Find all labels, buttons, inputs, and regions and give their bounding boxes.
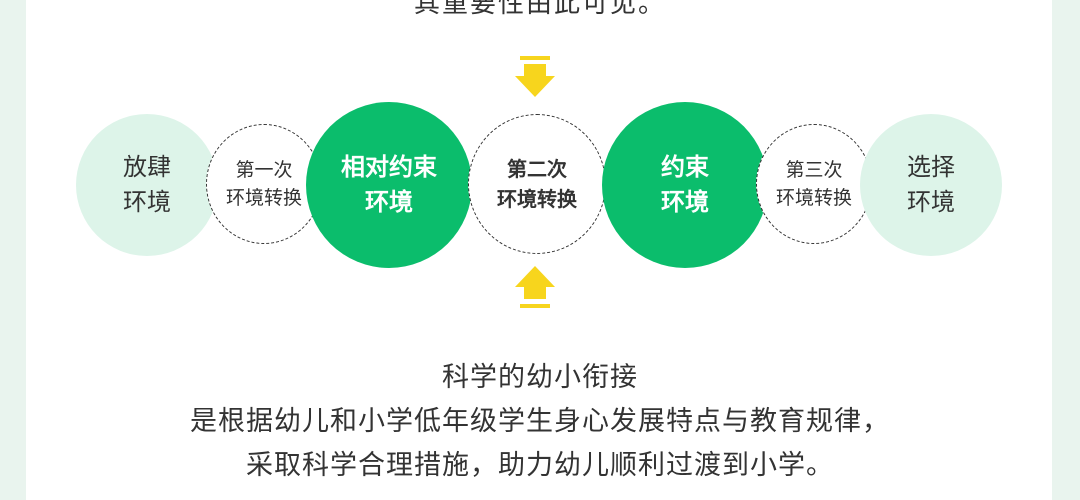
transition-label-line: 环境转换 <box>775 187 852 209</box>
transition-label-line: 第三次 <box>785 159 843 181</box>
transition-label-line: 第二次 <box>507 157 567 181</box>
node-indulgent-environment: 放肆 环境 <box>76 114 218 256</box>
node-label-line: 放肆 <box>123 153 171 181</box>
node-label-line: 环境 <box>907 188 955 216</box>
node-label-line: 相对约束 <box>341 153 437 181</box>
up-arrow-icon <box>515 266 555 308</box>
transition-third: 第三次 环境转换 <box>756 124 872 244</box>
node-choice-environment: 选择 环境 <box>860 114 1002 256</box>
intro-partial-line: 其重要性由此可见。 <box>413 0 666 19</box>
summary-line-2: 是根据幼儿和小学低年级学生身心发展特点与教育规律， <box>190 406 890 437</box>
node-label-line: 约束 <box>661 153 709 181</box>
node-label-line: 环境 <box>365 188 413 216</box>
summary-line-1: 科学的幼小衔接 <box>442 362 638 393</box>
node-constraint-environment: 约束 环境 <box>602 102 768 268</box>
transition-label-line: 环境转换 <box>225 187 302 209</box>
transition-second: 第二次 环境转换 <box>468 114 606 254</box>
transition-label-line: 第一次 <box>235 159 293 181</box>
node-label-line: 选择 <box>907 153 955 181</box>
summary-line-3: 采取科学合理措施，助力幼儿顺利过渡到小学。 <box>246 450 834 481</box>
transition-first: 第一次 环境转换 <box>206 124 322 244</box>
node-relative-constraint-environment: 相对约束 环境 <box>306 102 472 268</box>
transition-label-line: 环境转换 <box>497 187 577 211</box>
node-label-line: 环境 <box>661 188 709 216</box>
down-arrow-icon <box>515 56 555 97</box>
node-label-line: 环境 <box>123 188 171 216</box>
